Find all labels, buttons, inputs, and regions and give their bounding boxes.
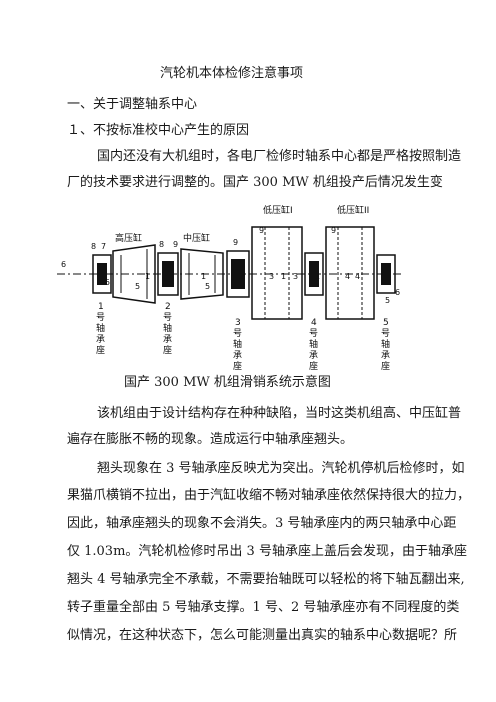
bearing-label-2: 2 号 轴 承 座 — [163, 302, 172, 356]
svg-text:座: 座 — [233, 360, 242, 370]
svg-text:座: 座 — [309, 360, 318, 370]
subsection-heading: １、不按标准校中心产生的原因 — [67, 123, 250, 138]
part-number: 1 — [201, 272, 206, 281]
bearing-housing-3 — [226, 250, 250, 298]
sliding-pin-system-diagram: 高压缸 中压缸 低压缸I 低压缸II 6 8 7 1 5 5 8 9 1 5 9 — [57, 204, 403, 370]
paragraph-line: 果猫爪横销不拉出，由于汽缸收缩不畅对轴承座依然保持很大的拉力， — [67, 488, 471, 503]
page-title: 汽轮机本体检修注意事项 — [160, 66, 304, 81]
paragraph-line: 因此，轴承座翘头的现象不会消失。3 号轴承座内的两只轴承中心距 — [67, 516, 457, 531]
svg-text:承: 承 — [309, 350, 318, 361]
part-number: 9 — [331, 226, 336, 235]
part-number: 5 — [205, 282, 210, 291]
svg-text:3: 3 — [235, 318, 241, 328]
svg-text:5: 5 — [383, 318, 389, 328]
paragraph-line: 厂的技术要求进行调整的。国产 300 MW 机组投产后情况发生变 — [67, 175, 443, 190]
paragraph-line: 仅 1.03m。汽轮机检修时吊出 3 号轴承座上盖后会发现，由于轴承座 — [67, 544, 467, 559]
svg-text:4: 4 — [311, 318, 317, 328]
part-number: 9 — [173, 240, 178, 249]
svg-text:轴: 轴 — [96, 322, 105, 334]
part-number: 5 — [385, 296, 390, 305]
svg-text:轴: 轴 — [309, 338, 318, 350]
hp-cylinder — [112, 244, 156, 304]
bearing-housing-1 — [92, 254, 112, 294]
paragraph-line: 翘头 4 号轴承完全不承载，不需要抬轴既可以轻松的将下轴瓦翻出来, — [67, 572, 465, 587]
part-number: 5 — [135, 282, 140, 291]
part-number: 5 — [105, 278, 110, 287]
part-number: 1 — [315, 272, 320, 281]
svg-text:承: 承 — [96, 334, 105, 345]
svg-text:号: 号 — [163, 312, 172, 323]
bearing-label-1: 1 号 轴 承 座 — [96, 302, 105, 356]
paragraph-line: 国内还没有大机组时，各电厂检修时轴系中心都是严格按照制造 — [97, 149, 462, 164]
svg-text:轴: 轴 — [163, 322, 172, 334]
paragraph-line: 遍存在膨胀不畅的现象。造成运行中轴承座翘头。 — [67, 432, 354, 447]
cylinder-label-lp2: 低压缸II — [337, 204, 369, 216]
part-number: 3 — [269, 272, 274, 281]
svg-text:轴: 轴 — [233, 338, 242, 350]
paragraph-line: 翘头现象在 3 号轴承座反映尤为突出。汽轮机停机后检修时，如 — [97, 461, 465, 476]
part-number: 6 — [395, 288, 400, 297]
ip-cylinder — [180, 248, 224, 300]
part-number: 7 — [101, 242, 106, 251]
svg-text:承: 承 — [163, 334, 172, 345]
part-number: 8 — [91, 242, 96, 251]
lp-cylinder-2 — [325, 226, 375, 320]
cylinder-label-ip: 中压缸 — [183, 232, 210, 244]
part-number: 2 — [239, 272, 244, 281]
svg-text:号: 号 — [309, 328, 318, 339]
part-number: 6 — [61, 260, 66, 269]
cylinder-label-hp: 高压缸 — [115, 232, 142, 244]
bearing-label-5: 5 号 轴 承 座 — [381, 318, 390, 370]
paragraph-line: 转子重量全部由 5 号轴承支撑。1 号、2 号轴承座亦有不同程度的类 — [67, 600, 460, 615]
bearing-housing-4 — [304, 252, 324, 296]
svg-text:座: 座 — [96, 344, 105, 356]
part-number: 1 — [145, 272, 150, 281]
section-heading: 一、关于调整轴系中心 — [67, 97, 198, 112]
paragraph-line: 似情况，在这种状态下，怎么可能测量出真实的轴系中心数据呢？所 — [67, 628, 458, 643]
svg-text:2: 2 — [165, 302, 171, 312]
svg-text:轴: 轴 — [381, 338, 390, 350]
svg-text:1: 1 — [98, 302, 104, 312]
svg-text:座: 座 — [381, 360, 390, 370]
part-number: 9 — [233, 238, 238, 247]
svg-text:承: 承 — [233, 350, 242, 361]
cylinder-label-lp1: 低压缸I — [263, 204, 293, 216]
figure-caption: 国产 300 MW 机组滑销系统示意图 — [124, 375, 331, 390]
part-number: 8 — [159, 240, 164, 249]
bearing-housing-2 — [157, 252, 179, 296]
svg-text:号: 号 — [233, 328, 242, 339]
lp-cylinder-1 — [251, 226, 303, 320]
bearing-housing-5 — [376, 254, 396, 294]
bearing-label-4: 4 号 轴 承 座 — [309, 318, 318, 370]
svg-text:号: 号 — [381, 328, 390, 339]
bearing-label-3: 3 号 轴 承 座 — [233, 318, 242, 370]
part-number: 3 — [293, 272, 298, 281]
paragraph-line: 该机组由于设计结构存在种种缺陷，当时这类机组高、中压缸普 — [97, 406, 462, 421]
part-number: 1 — [281, 272, 286, 281]
part-number: 9 — [259, 226, 264, 235]
svg-text:承: 承 — [381, 350, 390, 361]
svg-text:座: 座 — [163, 344, 172, 356]
part-number: 4 — [355, 272, 360, 281]
svg-text:号: 号 — [96, 312, 105, 323]
part-number: 4 — [345, 272, 350, 281]
